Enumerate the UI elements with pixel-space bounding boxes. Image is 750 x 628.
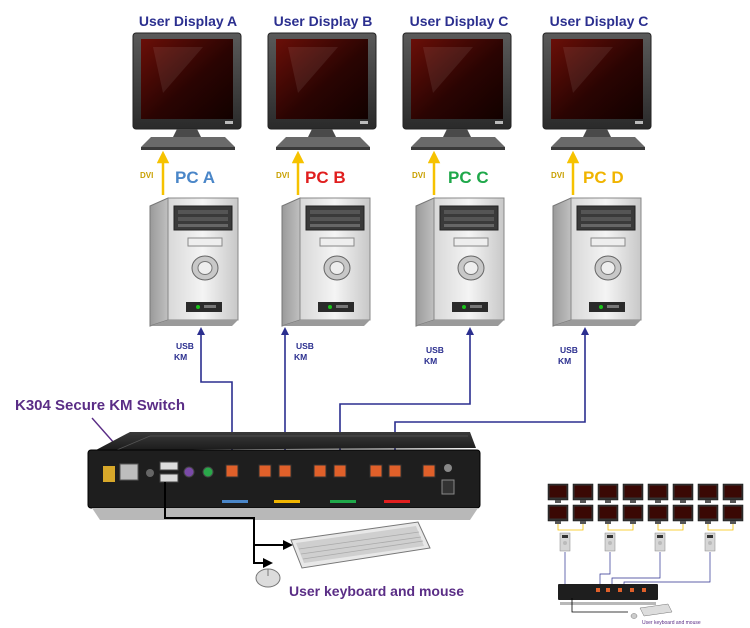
pc-tower-icon <box>149 197 239 327</box>
audio-jack <box>146 469 154 477</box>
display-d-title: User Display C <box>550 13 649 29</box>
km-label: KM <box>294 352 307 362</box>
pc-d-label: PC D <box>583 168 624 187</box>
monitor-icon <box>267 32 377 151</box>
keyboard-icon <box>290 521 431 569</box>
pc-a-label: PC A <box>175 168 215 187</box>
dvi-label: DVI <box>551 171 564 180</box>
scaled-topology-thumbnail: User keyboard and mouse <box>547 483 744 626</box>
display-b: User Display B <box>267 13 377 151</box>
monitor-icon <box>542 32 652 151</box>
dvi-links: DVI DVI DVI DVI <box>140 150 580 195</box>
display-a-title: User Display A <box>139 13 237 29</box>
pc-tower-icon <box>281 197 371 327</box>
peripherals-label: User keyboard and mouse <box>289 583 464 599</box>
usb-port <box>159 461 179 471</box>
km-label: KM <box>174 352 187 362</box>
usb-label: USB <box>176 341 194 351</box>
dvi-label: DVI <box>276 171 289 180</box>
mini-switch <box>558 584 658 605</box>
rj45-port <box>119 463 139 481</box>
display-c-title: User Display C <box>410 13 509 29</box>
mouse-icon <box>255 568 281 588</box>
pc-tower-icon <box>415 197 505 327</box>
usb-label: USB <box>296 341 314 351</box>
dvi-label: DVI <box>140 171 153 180</box>
usb-port <box>159 473 179 483</box>
km-label: KM <box>558 356 571 366</box>
mini-mouse-icon <box>630 613 638 619</box>
ps2-port <box>183 466 195 478</box>
switch-title: K304 Secure KM Switch <box>15 397 185 414</box>
km-switch <box>87 432 481 520</box>
monitor-icon <box>402 32 512 151</box>
mini-keyboard-icon <box>639 603 673 617</box>
ps2-port <box>202 466 214 478</box>
pc-c-label: PC C <box>448 168 489 187</box>
display-d: User Display C <box>542 13 652 151</box>
power-port <box>441 479 455 495</box>
display-b-title: User Display B <box>274 13 373 29</box>
thumbnail-label: User keyboard and mouse <box>642 620 701 626</box>
pc-tower-icon <box>552 197 642 327</box>
dvi-label: DVI <box>412 171 425 180</box>
usb-label: USB <box>560 345 578 355</box>
display-a: User Display A <box>132 13 242 151</box>
host-ports <box>225 464 436 478</box>
monitor-icon <box>132 32 242 151</box>
display-c: User Display C <box>402 13 512 151</box>
km-label: KM <box>424 356 437 366</box>
usb-labels: USB KM USB KM USB KM USB KM <box>174 341 578 366</box>
usb-label: USB <box>426 345 444 355</box>
mini-monitor-grid <box>547 483 744 525</box>
mouse-line <box>164 482 273 568</box>
screw <box>444 464 452 472</box>
port-dc <box>103 466 115 482</box>
usb-line-pc-a <box>197 327 233 462</box>
pc-b-label: PC B <box>305 168 346 187</box>
peripheral-links <box>164 482 293 568</box>
